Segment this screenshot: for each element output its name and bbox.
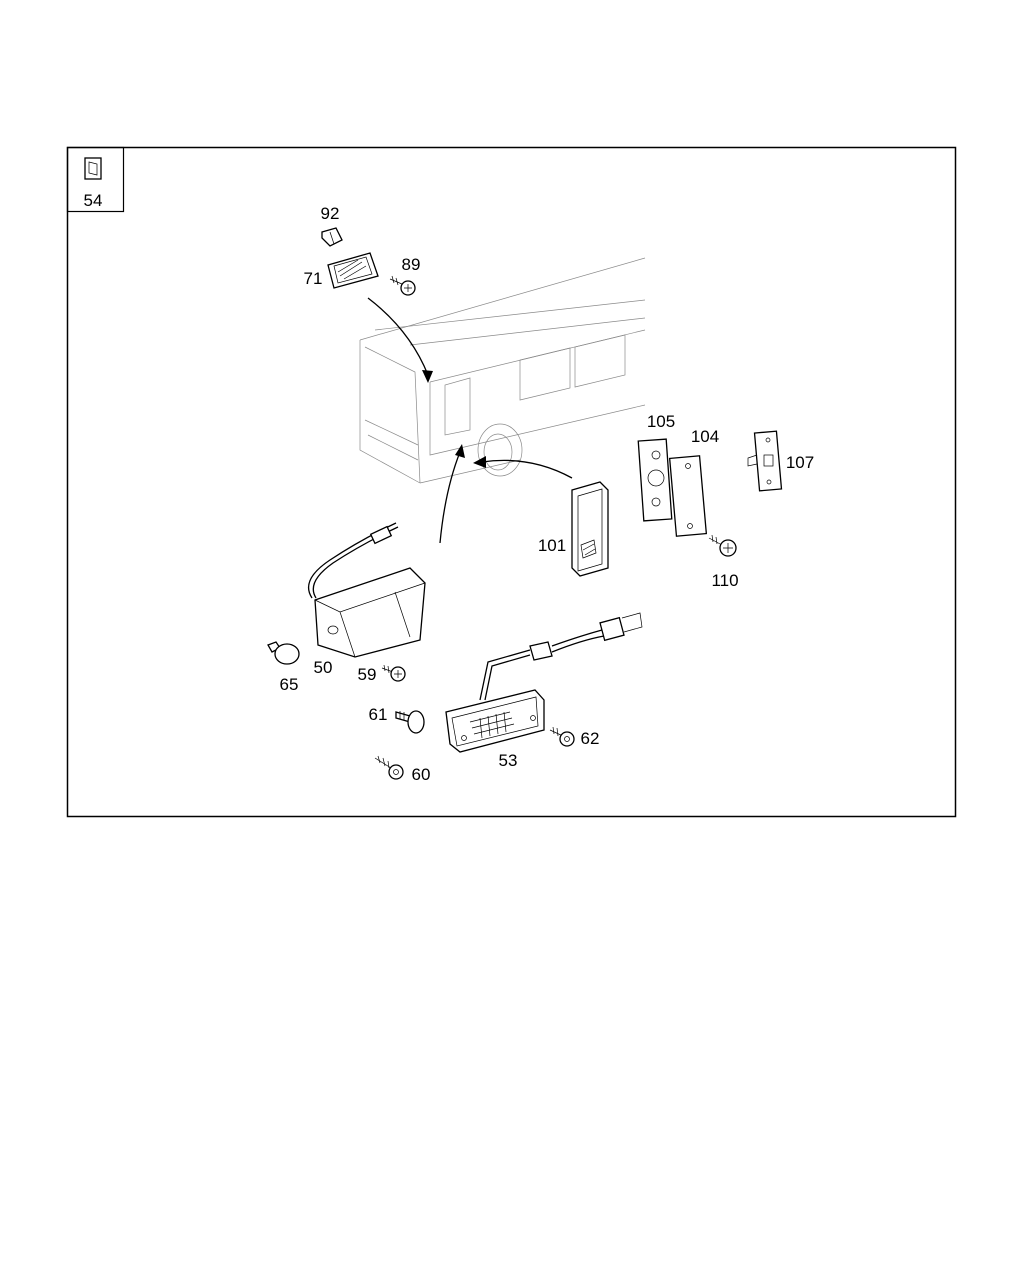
callout-107: 107 <box>786 453 814 472</box>
screw-110 <box>708 534 737 557</box>
screw-62 <box>549 726 575 747</box>
clip-92 <box>321 227 343 247</box>
switch-icon <box>84 157 102 180</box>
gasket-105 <box>637 438 673 522</box>
screw-89 <box>389 275 416 296</box>
callout-92: 92 <box>321 204 340 223</box>
lamp-71 <box>327 252 379 289</box>
callout-59: 59 <box>358 665 377 684</box>
callout-60: 60 <box>412 765 431 784</box>
side-marker-101 <box>571 481 609 577</box>
callout-62: 62 <box>581 729 600 748</box>
group-number: 54 <box>84 191 103 210</box>
callout-105: 105 <box>647 412 675 431</box>
screw-60 <box>374 755 404 780</box>
plate-104 <box>668 455 708 537</box>
arrow-101-to-bus <box>473 456 573 479</box>
bus-outline <box>359 257 646 484</box>
callout-104: 104 <box>691 427 719 446</box>
callout-53: 53 <box>499 751 518 770</box>
group-box: 54 <box>66 146 125 213</box>
callout-61: 61 <box>369 705 388 724</box>
callout-101: 101 <box>538 536 566 555</box>
arrow-71-to-bus <box>367 297 433 383</box>
callout-65: 65 <box>280 675 299 694</box>
callout-110: 110 <box>711 571 738 590</box>
arrow-50-to-bus <box>439 444 465 544</box>
lamp-53 <box>445 612 643 753</box>
rivet-61 <box>395 710 425 734</box>
callout-71: 71 <box>304 269 323 288</box>
diagram-frame <box>66 146 957 818</box>
screw-59 <box>381 664 406 682</box>
bracket-107 <box>747 430 783 492</box>
bulb-65 <box>267 641 300 665</box>
callout-89: 89 <box>402 255 421 274</box>
indicator-lamp-50 <box>307 522 426 658</box>
callout-50: 50 <box>314 658 333 677</box>
